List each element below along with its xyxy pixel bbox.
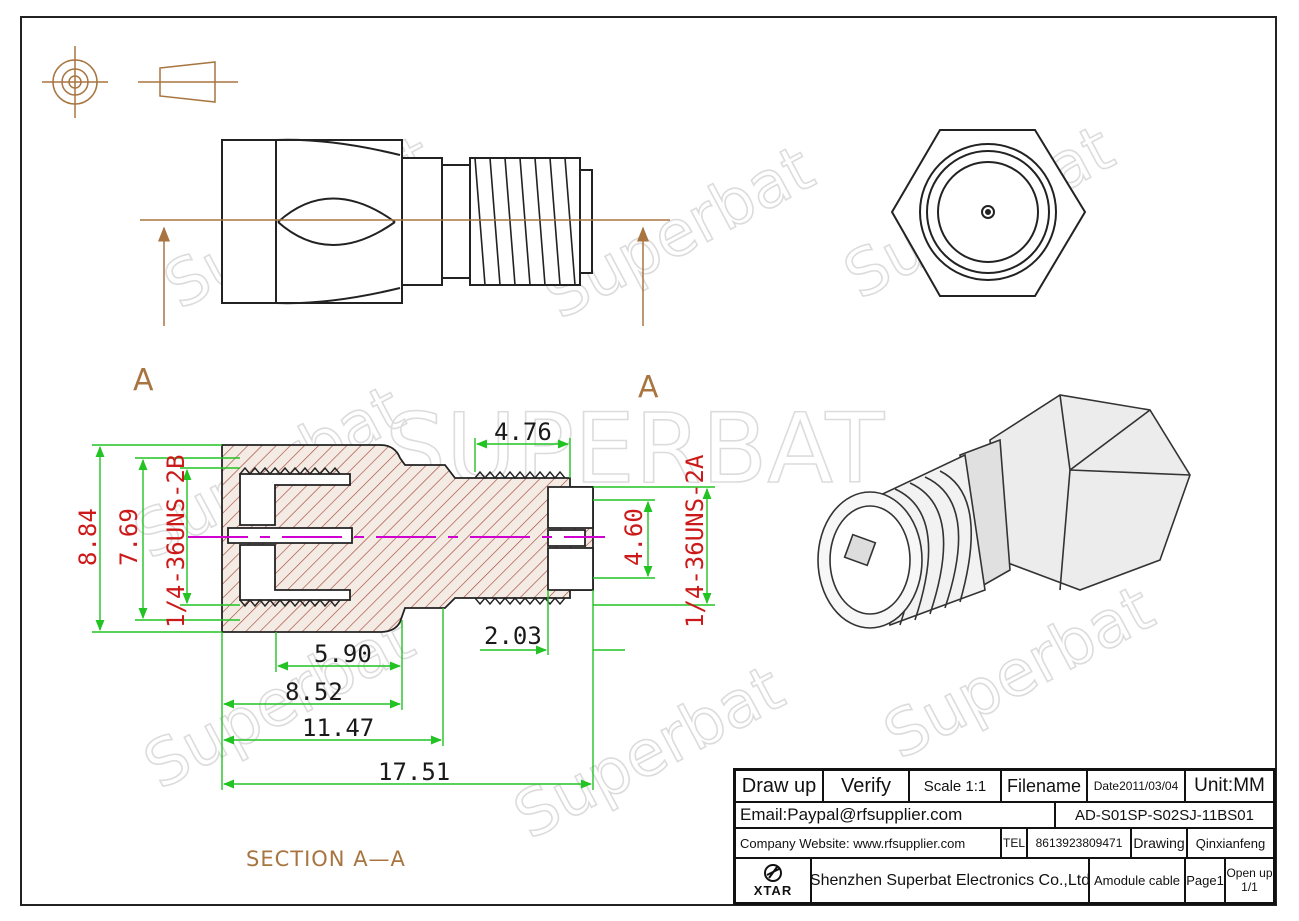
tb-filename: Filename bbox=[1001, 770, 1087, 802]
dim-5-90: 5.90 bbox=[314, 640, 372, 668]
dim-thread-left: 1/4-36UNS-2B bbox=[162, 455, 190, 628]
tb-open-up-pages: 1/1 bbox=[1241, 879, 1258, 894]
tb-draw-up: Draw up bbox=[735, 770, 823, 802]
tb-tel-label: TEL bbox=[1001, 828, 1027, 858]
title-block: Draw up Verify Scale 1:1 Filename Date20… bbox=[733, 768, 1276, 905]
side-view-centerline bbox=[140, 219, 670, 326]
tb-company: Shenzhen Superbat Electronics Co.,Ltd bbox=[811, 858, 1089, 903]
tb-scale: Scale 1:1 bbox=[909, 770, 1001, 802]
tb-logo: XTAR bbox=[735, 858, 811, 903]
dim-4-76: 4.76 bbox=[494, 418, 552, 446]
section-label-right: A bbox=[638, 370, 659, 405]
xtar-logo-icon bbox=[764, 864, 782, 882]
projection-symbol bbox=[42, 46, 238, 118]
side-view bbox=[221, 138, 593, 305]
tb-verify: Verify bbox=[823, 770, 909, 802]
tb-page: Page1 bbox=[1185, 858, 1225, 903]
section-label-left: A bbox=[133, 363, 154, 398]
dim-thread-right: 1/4-36UNS-2A bbox=[681, 454, 709, 628]
front-view bbox=[890, 129, 1087, 297]
tb-drawing-label: Drawing bbox=[1131, 828, 1187, 858]
dimension-lines bbox=[92, 438, 715, 790]
dim-4-60: 4.60 bbox=[620, 508, 648, 566]
tb-website: Company Website: www.rfsupplier.com bbox=[735, 828, 1001, 858]
dim-2-03: 2.03 bbox=[484, 622, 542, 650]
section-title: SECTION A—A bbox=[246, 847, 406, 871]
tb-drawer: Qinxianfeng bbox=[1187, 828, 1274, 858]
drawing-frame bbox=[20, 16, 1277, 906]
connector-3d-illustration bbox=[817, 394, 1191, 629]
tb-email: Email:Paypal@rfsupplier.com bbox=[735, 802, 1055, 828]
tb-unit: Unit:MM bbox=[1185, 770, 1274, 802]
tb-open-up: Open up 1/1 bbox=[1225, 858, 1274, 903]
dim-11-47: 11.47 bbox=[302, 714, 374, 742]
tb-product: Amodule cable bbox=[1089, 858, 1185, 903]
tb-date: Date2011/03/04 bbox=[1087, 770, 1185, 802]
tb-tel: 8613923809471 bbox=[1027, 828, 1131, 858]
tb-open-up-label: Open up bbox=[1226, 866, 1273, 881]
dim-8-52: 8.52 bbox=[285, 678, 343, 706]
dim-17-51: 17.51 bbox=[378, 758, 450, 786]
dim-7-69: 7.69 bbox=[115, 508, 143, 566]
tb-part-number: AD-S01SP-S02SJ-11BS01 bbox=[1055, 802, 1274, 828]
dim-8-84: 8.84 bbox=[74, 508, 102, 566]
tb-logo-text: XTAR bbox=[753, 883, 793, 898]
